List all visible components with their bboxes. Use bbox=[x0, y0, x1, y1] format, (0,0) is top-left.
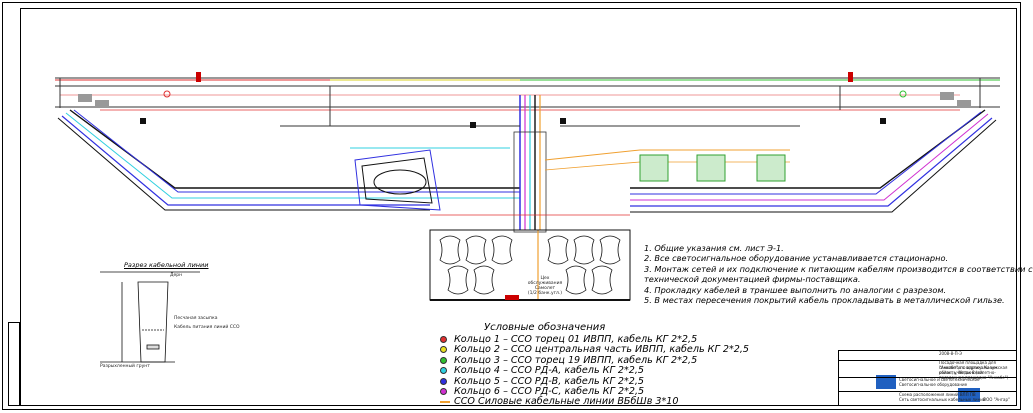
legend-item: Кольцо 3 – ССО торец 19 ИВПП, кабель КГ … bbox=[440, 354, 749, 366]
note-line: 1. Общие указания см. лист Э-1. bbox=[644, 243, 784, 253]
general-notes: 1. Общие указания см. лист Э-1. 2. Все с… bbox=[644, 243, 1033, 306]
legend-title: Условные обозначения bbox=[484, 322, 606, 333]
note-line: 3. Монтаж сетей и их подключение к питаю… bbox=[644, 263, 1033, 274]
legend-item: Кольцо 1 – ССО торец 01 ИВПП, кабель КГ … bbox=[440, 334, 749, 345]
note-line: 2. Все светосигнальное оборудование уста… bbox=[644, 253, 949, 264]
section-cable-label: Кабель питания линий ССО bbox=[174, 325, 240, 330]
crossing-label: Цех обслуживания Самолет (1/2 банк.угл.) bbox=[527, 276, 563, 296]
legend-label: Кольцо 3 – ССО торец 19 ИВПП, кабель КГ … bbox=[454, 354, 698, 366]
stamp-text-1: Посадочная площадка для самолетов с верт… bbox=[939, 360, 997, 370]
stamp-text-3: район, участок 8 (взлетно-посадочная пло… bbox=[939, 370, 1009, 380]
section-top-label: Дерн bbox=[170, 273, 183, 278]
legend-item: Кольцо 6 – ССО РД-С, кабель КГ 2*2,5 bbox=[440, 385, 749, 397]
legend-item: Кольцо 5 – ССО РД-В, кабель КГ 2*2,5 bbox=[440, 375, 749, 387]
stamp-text-4: Светосигнальное и светотехническое bbox=[899, 377, 980, 382]
organization: ООО "Ангар" bbox=[983, 397, 1010, 402]
legend-marker-icon bbox=[440, 377, 447, 385]
section-ground-label: Разрыхленный грунт bbox=[100, 364, 150, 369]
legend-item: Кольцо 4 – ССО РД-А, кабель КГ 2*2,5 bbox=[440, 365, 749, 377]
sheet-frame bbox=[2, 2, 1021, 410]
stamp-text-2: "Анкабе", по адресу: Калужская область, … bbox=[939, 365, 1008, 375]
runway-cables bbox=[55, 77, 1000, 301]
legend-label: Кольцо 4 – ССО РД-А, кабель КГ 2*2,5 bbox=[454, 365, 645, 377]
legend-marker-icon bbox=[440, 336, 447, 343]
legend-item: Кольцо 2 – ССО центральная часть ИВПП, к… bbox=[440, 345, 749, 355]
trench-section bbox=[100, 271, 200, 363]
legend-marker-icon bbox=[440, 401, 450, 404]
note-line: 4. Прокладку кабелей в траншее выполнить… bbox=[644, 284, 947, 295]
drawing-frame bbox=[20, 8, 1017, 406]
legend-label: Кольцо 1 – ССО торец 01 ИВПП, кабель КГ … bbox=[454, 334, 698, 345]
legend-marker-icon bbox=[440, 346, 447, 354]
stamp-text-5: Светосигнальное оборудование bbox=[899, 382, 968, 387]
note-line: 5. В местах пересечения покрытий кабель … bbox=[644, 295, 1005, 306]
drawing-code: 2008-8-П-Э bbox=[939, 351, 962, 356]
side-stamp-strip bbox=[8, 322, 20, 406]
section-sand-label: Песчаная засыпка bbox=[174, 316, 218, 321]
legend-label: Кольцо 5 – ССО РД-В, кабель КГ 2*2,5 bbox=[454, 375, 645, 387]
legend: Кольцо 1 – ССО торец 01 ИВПП, кабель КГ … bbox=[440, 334, 749, 408]
stamp-text-6: Схема расположения линий ВЛП ПВ bbox=[899, 392, 976, 397]
apron-bays bbox=[439, 235, 621, 295]
equipment-markers bbox=[78, 72, 971, 300]
note-line: технической документацией фирмы-поставщи… bbox=[644, 274, 861, 285]
section-title: Разрез кабельной линии bbox=[124, 261, 209, 269]
legend-label: ССО Силовые кабельные линии ВБбШв 3*10 bbox=[454, 396, 679, 408]
stamp-text-7: Сеть светосигнальных кабельных линий bbox=[899, 397, 986, 402]
legend-marker-icon bbox=[440, 367, 447, 375]
legend-marker-icon bbox=[440, 356, 447, 364]
legend-label: Кольцо 6 – ССО РД-С, кабель КГ 2*2,5 bbox=[454, 385, 645, 397]
legend-marker-icon bbox=[440, 387, 447, 395]
legend-label: Кольцо 2 – ССО центральная часть ИВПП, к… bbox=[454, 344, 750, 356]
title-block: 2008-8-П-Э Посадочная площадка для самол… bbox=[838, 350, 1017, 406]
legend-item: ССО Силовые кабельные линии ВБбШв 3*10 bbox=[440, 397, 749, 407]
